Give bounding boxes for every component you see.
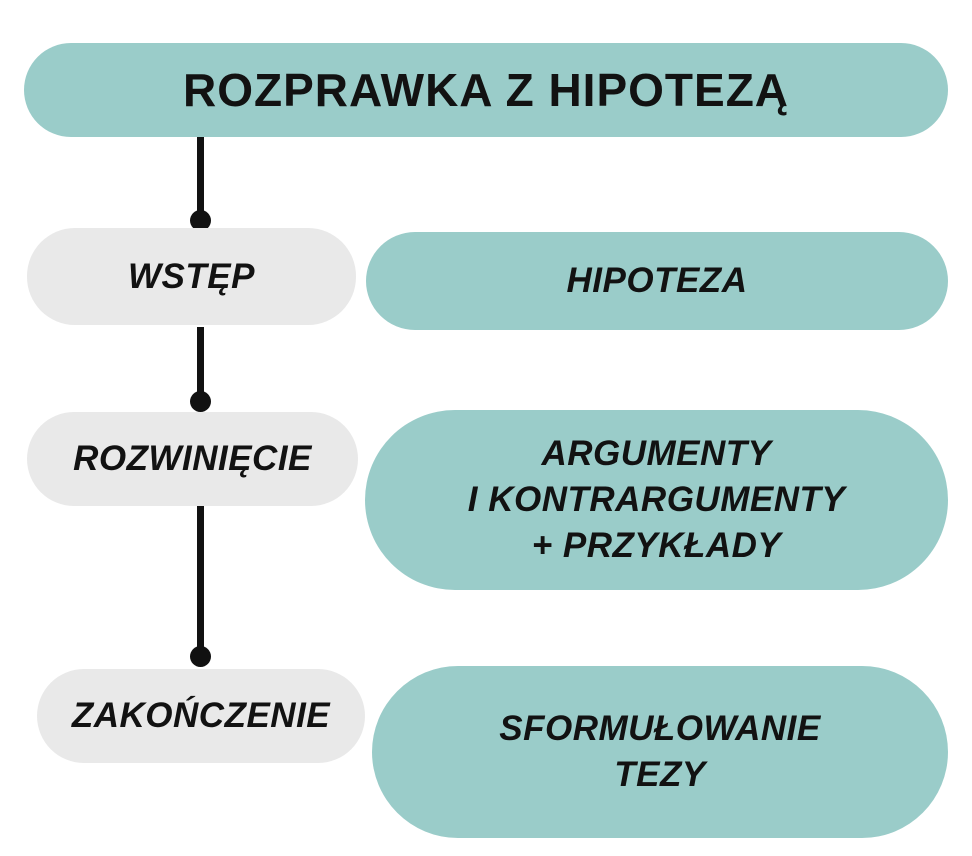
- detail-line: + PRZYKŁADY: [531, 526, 782, 566]
- title-pill: ROZPRAWKA Z HIPOTEZĄ: [24, 43, 948, 137]
- connector-dot-1: [190, 210, 211, 231]
- stage-pill-rozwiniecie: ROZWINIĘCIE: [27, 412, 358, 506]
- connector-dot-3: [190, 646, 211, 667]
- detail-line: TEZY: [614, 755, 706, 794]
- stage-label: ZAKOŃCZENIE: [71, 696, 331, 735]
- stage-label: ROZWINIĘCIE: [73, 439, 312, 478]
- detail-line: I KONTRARGUMENTY: [467, 479, 846, 519]
- detail-line: SFORMUŁOWANIE: [499, 708, 821, 748]
- detail-line: ARGUMENTY: [541, 433, 772, 473]
- stage-pill-wstep: WSTĘP: [27, 228, 356, 325]
- detail-line: HIPOTEZA: [566, 260, 748, 300]
- connector-line-3: [197, 506, 204, 658]
- stage-pill-zakonczenie: ZAKOŃCZENIE: [37, 669, 365, 763]
- detail-pill-argumenty: ARGUMENTY I KONTRARGUMENTY + PRZYKŁADY: [365, 410, 948, 590]
- detail-pill-hipoteza: HIPOTEZA: [366, 232, 948, 330]
- connector-line-2: [197, 327, 204, 403]
- connector-dot-2: [190, 391, 211, 412]
- diagram-title: ROZPRAWKA Z HIPOTEZĄ: [182, 64, 790, 116]
- detail-pill-sformulowanie-tezy: SFORMUŁOWANIE TEZY: [372, 666, 948, 838]
- connector-line-1: [197, 137, 204, 222]
- stage-label: WSTĘP: [128, 256, 255, 296]
